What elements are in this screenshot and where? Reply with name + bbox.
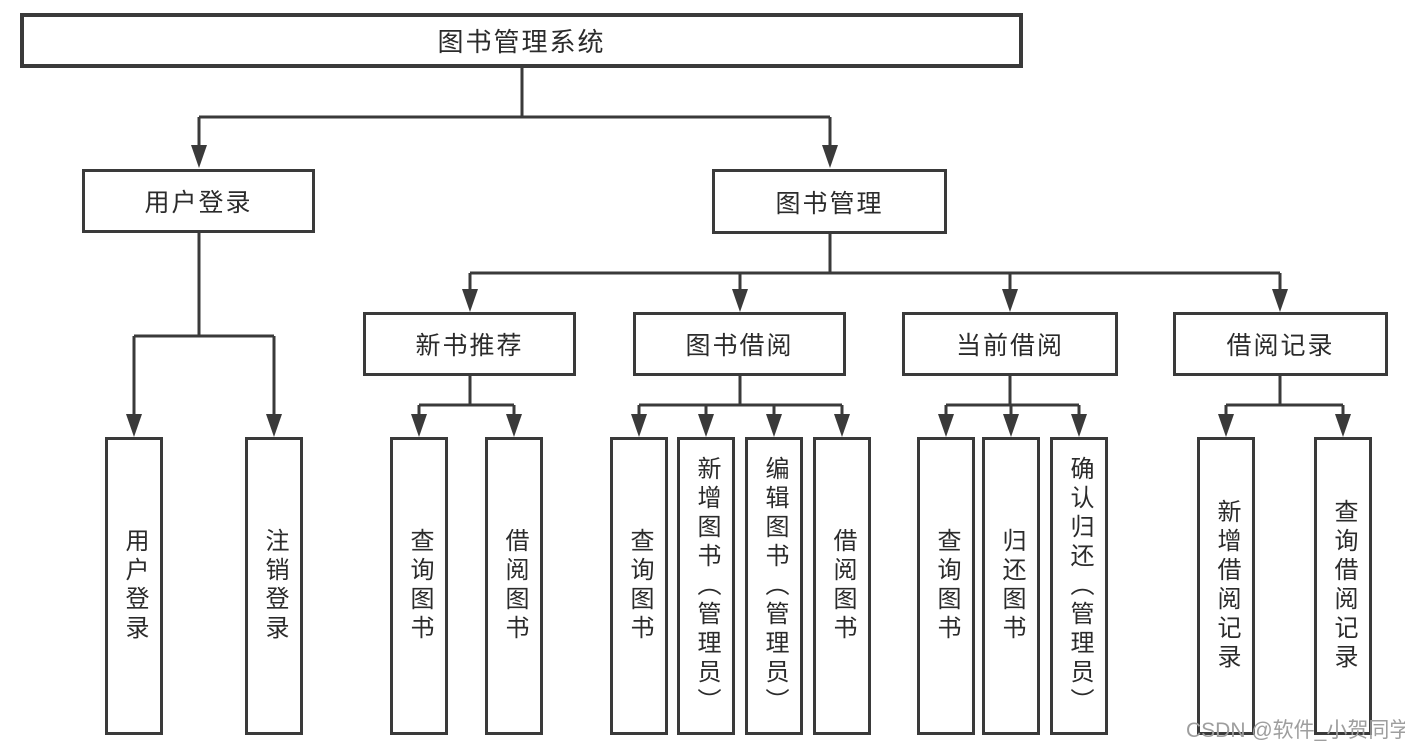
leaf-query-book-current: 查询图书: [917, 437, 975, 735]
csdn-watermark: CSDN @软件_小贺同学: [1186, 719, 1405, 742]
connector-userlogin-to-leaves: [132, 233, 276, 417]
leaf-edit-book-admin: 编辑图书（管理员）: [745, 437, 803, 735]
connector-newbook-to-leaves: [417, 376, 516, 417]
leaf-borrow-book-recommend: 借阅图书: [485, 437, 543, 735]
leaf-return-book: 归还图书: [982, 437, 1040, 735]
leaf-user-login: 用户登录: [105, 437, 163, 735]
leaf-query-borrow-record: 查询借阅记录: [1314, 437, 1372, 735]
connector-arrowheads: [126, 145, 1351, 437]
connector-bookborrow-to-leaves: [637, 376, 844, 417]
node-book-borrowing: 图书借阅: [633, 312, 846, 376]
leaf-query-book-borrowing: 查询图书: [610, 437, 668, 735]
node-root-system: 图书管理系统: [20, 13, 1023, 68]
node-current-borrowing: 当前借阅: [902, 312, 1118, 376]
leaf-borrow-book-borrowing: 借阅图书: [813, 437, 871, 735]
connector-currentborrow-to-leaves: [944, 376, 1081, 417]
node-book-management: 图书管理: [712, 169, 947, 234]
node-borrowing-records: 借阅记录: [1173, 312, 1388, 376]
connector-strokes: [132, 68, 1345, 417]
connector-bookmgmt-to-level3: [468, 234, 1282, 293]
connector-borrowrecord-to-leaves: [1224, 376, 1345, 417]
node-user-login: 用户登录: [82, 169, 315, 233]
connector-root-to-level2: [197, 68, 832, 148]
leaf-query-book-recommend: 查询图书: [390, 437, 448, 735]
node-new-book-recommend: 新书推荐: [363, 312, 576, 376]
leaf-logout: 注销登录: [245, 437, 303, 735]
leaf-add-borrow-record: 新增借阅记录: [1197, 437, 1255, 735]
leaf-add-book-admin: 新增图书（管理员）: [677, 437, 735, 735]
leaf-confirm-return-admin: 确认归还（管理员）: [1050, 437, 1108, 735]
